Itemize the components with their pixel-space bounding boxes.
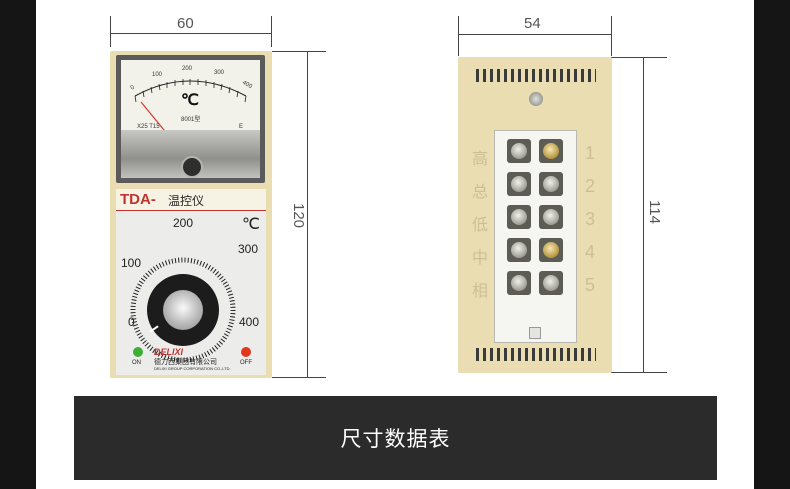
dial-label-400: 400 [239,315,260,329]
rear-top-screw[interactable] [529,92,543,106]
terminal-number-3: 3 [585,209,596,229]
rear-width-label: 54 [524,15,541,32]
front-height-label: 120 [290,203,307,229]
rear-width-line [458,34,612,35]
front-height-ext-bottom [272,377,326,378]
company-cn: 德力西集团有限公司 [154,359,217,366]
side-char-4: 中 [472,250,489,267]
dial-label-100: 100 [121,256,142,270]
terminal-screw[interactable] [507,238,531,262]
caption-text: 尺寸数据表 [340,428,451,451]
front-height-ext-top [272,51,326,52]
meter-code-right: E [239,124,244,130]
rear-height-label: 114 [646,200,663,224]
terminal-screw[interactable] [539,205,563,229]
terminal-screw[interactable] [507,205,531,229]
side-char-3: 低 [472,217,489,234]
rear-width-ext-right [611,16,612,56]
caption-banner: 尺寸数据表 [74,396,717,480]
dial-label-0: 0 [128,315,135,329]
right-edge-bar [754,0,790,489]
rear-height-ext-top [611,57,667,58]
on-led-label: ON [132,360,141,366]
device-name: 温控仪 [168,194,205,208]
off-led-label: OFF [240,360,252,366]
terminal-block [494,130,577,343]
terminal-screw[interactable] [539,172,563,196]
meter-unit: ℃ [181,92,199,109]
rear-vents-bottom [476,348,596,361]
terminal-number-1: 1 [585,143,596,163]
rear-width-ext-left [458,16,459,56]
meter-scale [134,79,247,130]
meter-code-left: X25 T15 [137,124,160,130]
terminal-screw[interactable] [507,172,531,196]
model-bar: TDA- 温控仪 [116,189,266,212]
dial-unit: ℃ [242,216,260,233]
meter-lower-panel [121,130,260,178]
company-en: DELIXI GROUP CORPORATION CO.,LTD. [154,366,231,371]
model-label: TDA- [120,191,156,208]
side-char-2: 总 [472,184,489,201]
front-width-line [110,33,272,34]
front-height-line [307,51,308,377]
front-dial-panel: 200 ℃ 300 100 0 400 ON OFF DELIXI 德力西集团有… [116,211,266,375]
off-led [241,347,251,357]
front-width-ext-left [110,16,111,47]
front-width-ext-right [271,16,272,47]
brand-logo: DELIXI [154,347,184,357]
dial-label-200: 200 [173,216,194,230]
meter-scale-100: 100 [152,72,163,78]
terminal-screw[interactable] [539,139,563,163]
meter-frame: 0 100 200 300 400 ℃ 8001型 X25 T15 E [116,55,265,183]
meter-scale-300: 300 [214,70,225,76]
terminal-number-4: 4 [585,242,596,262]
rear-height-ext-bottom [611,372,667,373]
on-led [133,347,143,357]
terminal-screw[interactable] [539,238,563,262]
dial-label-300: 300 [238,242,259,256]
front-width-label: 60 [177,15,194,32]
knob-cap[interactable] [163,290,203,330]
meter-model: 8001型 [181,117,201,123]
rear-height-line [643,57,644,372]
meter-face: 0 100 200 300 400 ℃ 8001型 X25 T15 E [121,60,260,178]
front-device: 0 100 200 300 400 ℃ 8001型 X25 T15 E TDA-… [110,51,272,378]
dial-scale [130,257,236,363]
terminal-number-5: 5 [585,275,596,295]
left-edge-bar [0,0,36,489]
zero-adjust-screw[interactable] [181,156,203,178]
meter-scale-200: 200 [182,66,193,72]
terminal-screw[interactable] [507,139,531,163]
rear-vents-top [476,69,596,82]
terminal-number-2: 2 [585,176,596,196]
terminal-block-bottom-clip [529,327,541,339]
side-char-1: 高 [472,151,489,168]
rear-device: 高 总 低 中 相 1 2 3 4 5 [458,57,612,373]
side-char-5: 相 [472,283,489,300]
terminal-screw[interactable] [507,271,531,295]
terminal-screw[interactable] [539,271,563,295]
